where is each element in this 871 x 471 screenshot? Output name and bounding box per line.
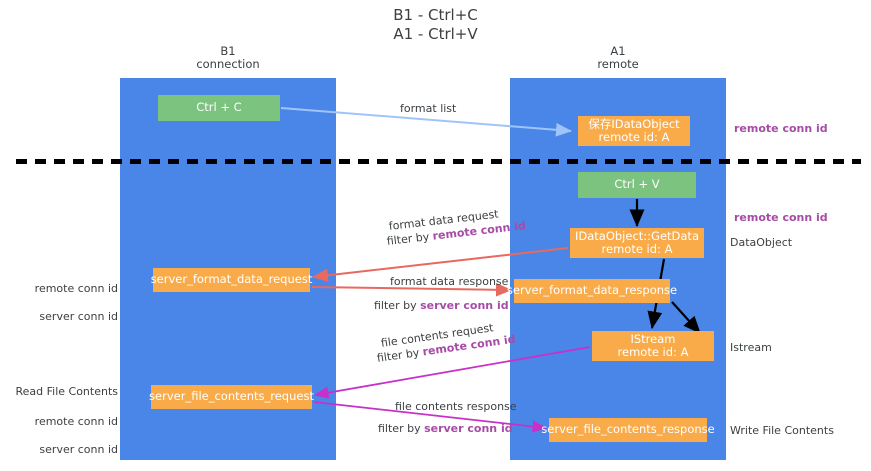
phase-divider (16, 159, 861, 164)
edge-label-file-contents-response: file contents response (395, 399, 517, 414)
annotation-remote-conn-id-top: remote conn id (734, 122, 828, 135)
annotation-remote-conn-id-mid: remote conn id (734, 211, 828, 224)
edge-label-format-data-response: format data response (390, 274, 508, 289)
annotation-left-remote-conn-id-mid: remote conn id (34, 282, 118, 295)
node-server-file-contents-response[interactable]: server_file_contents_response (541, 418, 715, 442)
filter-key-server-conn-id: server conn id (420, 299, 509, 312)
edge-label-file-contents-response-filter: filter by server conn id (378, 421, 513, 436)
filter-prefix: filter by (374, 299, 421, 312)
diagram-title: B1 - Ctrl+C A1 - Ctrl+V (393, 6, 478, 43)
edge-label-format-list: format list (400, 101, 456, 116)
annotation-left-server-conn-id-mid: server conn id (39, 310, 118, 323)
annotation-read-file-contents: Read File Contents (15, 385, 118, 398)
node-ctrl-v[interactable]: Ctrl + V (578, 172, 696, 198)
edge-label-format-data-response-text: format data response (390, 275, 509, 288)
node-server-file-contents-request[interactable]: server_file_contents_request (149, 385, 314, 409)
annotation-left-server-conn-id-bottom: server conn id (39, 443, 118, 456)
annotation-left-conn-ids-mid: remote conn id server conn id (10, 268, 118, 338)
annotation-dataobject: DataObject (730, 236, 793, 249)
edge-label-format-data-response-filter: filter by server conn id (374, 298, 509, 313)
filter-key-server-conn-id: server conn id (424, 422, 513, 435)
node-ctrl-c[interactable]: Ctrl + C (158, 95, 280, 121)
column-header-a1: A1 remote (597, 44, 639, 71)
annotation-left-remote-conn-id-bottom: remote conn id (34, 415, 118, 428)
annotation-istream: Istream (730, 341, 772, 354)
edge-label-format-list-text: format list (400, 102, 457, 115)
node-save-idataobject[interactable]: 保存IDataObject remote id: A (578, 116, 690, 146)
annotation-write-file-contents: Write File Contents (730, 424, 834, 437)
node-idataobject-getdata[interactable]: IDataObject::GetData remote id: A (570, 228, 704, 258)
node-istream[interactable]: IStream remote id: A (592, 331, 714, 361)
node-server-format-data-request[interactable]: server_format_data_request (151, 268, 312, 292)
column-header-b1: B1 connection (196, 44, 260, 71)
edge-label-file-contents-response-text: file contents response (395, 400, 517, 413)
annotation-left-conn-ids-bottom: remote conn id server conn id (10, 401, 118, 471)
filter-prefix: filter by (378, 422, 425, 435)
node-server-format-data-response[interactable]: server_format_data_response (507, 279, 677, 303)
